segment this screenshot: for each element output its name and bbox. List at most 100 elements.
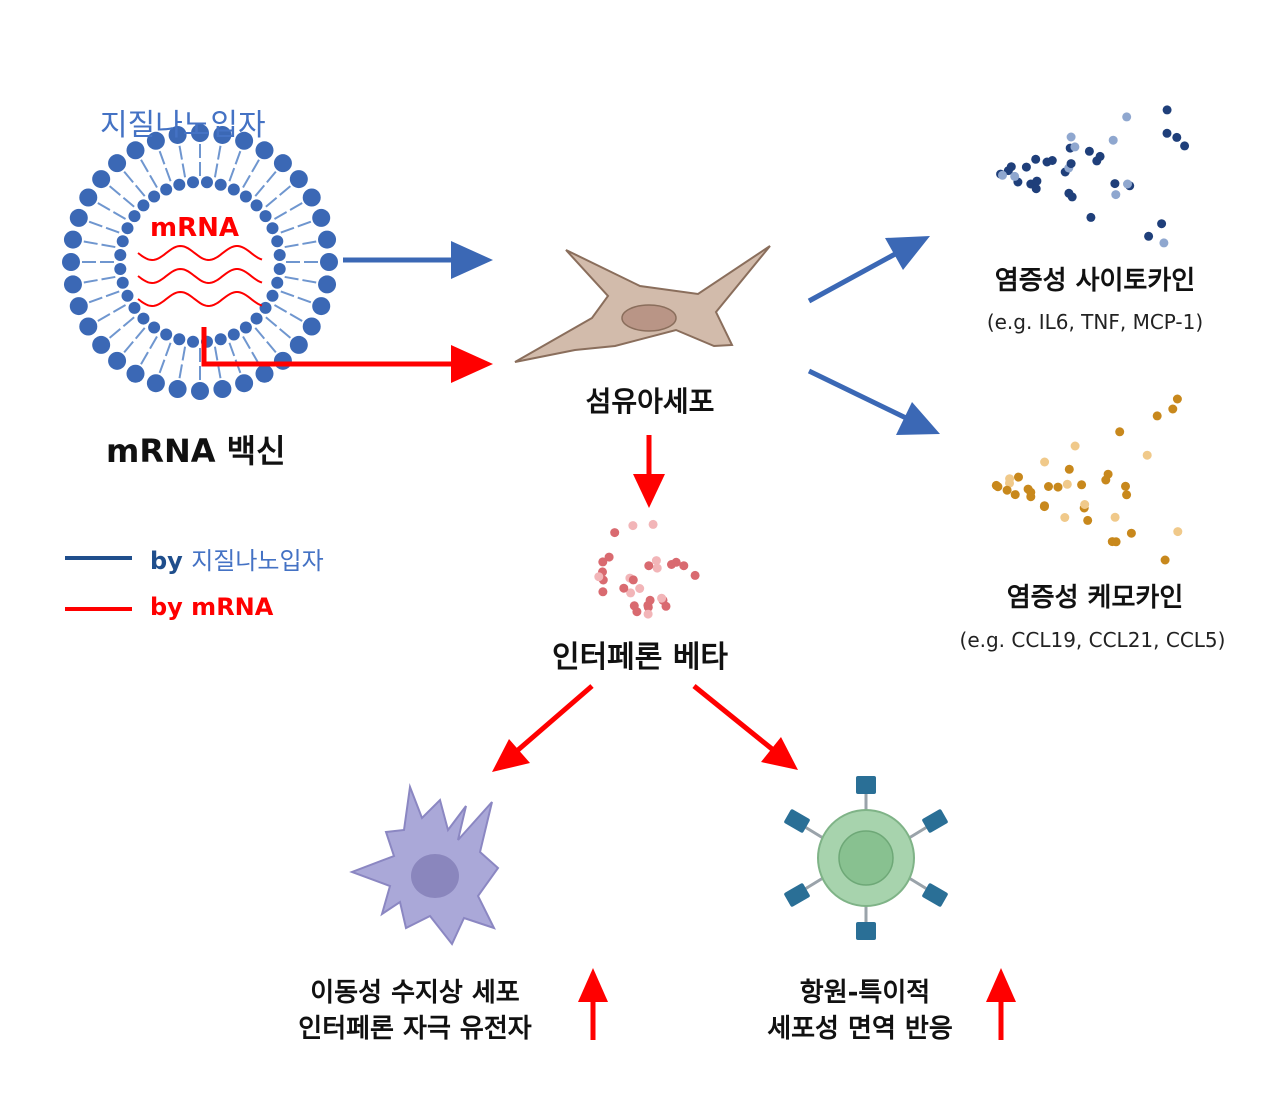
cytokine-particles-icon <box>996 105 1190 248</box>
lipid-head <box>312 208 331 227</box>
dendritic-label-line2: 인터페론 자극 유전자 <box>298 1014 532 1044</box>
lipid-head <box>250 199 263 212</box>
lnp-effect-arrows <box>343 236 940 435</box>
particle-dot <box>1168 404 1178 414</box>
particle-dot <box>1152 411 1162 421</box>
particle-dot <box>644 561 654 571</box>
lipid-head <box>148 321 161 334</box>
particle-dot <box>1044 482 1053 491</box>
fibroblast-label: 섬유아세포 <box>585 385 715 418</box>
particle-dot <box>1162 105 1172 115</box>
particle-dot <box>1014 472 1023 482</box>
lipid-head <box>121 289 134 302</box>
legend <box>65 556 132 611</box>
lipid-head <box>259 301 272 314</box>
lipid-head <box>137 199 150 212</box>
particle-dot <box>1077 480 1087 490</box>
particle-dot <box>643 600 653 610</box>
particle-dot <box>1111 537 1121 547</box>
lipid-head <box>302 317 321 336</box>
lipid-head <box>116 235 129 248</box>
particle-dot <box>1172 132 1182 142</box>
lipid-head <box>108 351 127 370</box>
lipid-head <box>239 321 252 334</box>
lipid-head <box>266 289 279 302</box>
chemokine-label: 염증성 케모카인 <box>1006 583 1184 613</box>
particle-dot <box>1040 457 1050 467</box>
fibroblast-cell-icon <box>514 245 771 363</box>
particle-dot <box>1111 190 1121 200</box>
particle-dot <box>679 561 689 571</box>
lipid-head <box>227 328 240 341</box>
particle-dot <box>1062 479 1072 489</box>
lipid-head <box>239 190 252 203</box>
lipid-head <box>273 154 292 173</box>
particle-dot <box>1067 192 1077 202</box>
particle-dot <box>1092 156 1102 166</box>
lipid-head <box>289 170 308 189</box>
particle-dot <box>1083 515 1093 525</box>
legend-lnp-prefix: by <box>150 547 192 575</box>
particle-dot <box>652 563 662 573</box>
lipid-head <box>318 275 337 294</box>
particle-dot <box>1064 464 1074 474</box>
lipid-head <box>187 176 200 189</box>
particle-dot <box>1042 157 1052 167</box>
lipid-head <box>146 374 165 393</box>
lipid-head <box>191 382 209 400</box>
lipid-head <box>114 249 127 262</box>
particle-dot <box>998 170 1007 180</box>
mrna-effect-arrows <box>201 327 1016 1040</box>
particle-dot <box>610 528 620 538</box>
chemokine-particles-icon <box>991 394 1183 565</box>
particle-dot <box>1173 527 1183 537</box>
particle-dot <box>1039 502 1049 512</box>
lipid-head <box>63 275 82 294</box>
lipid-head <box>187 335 200 348</box>
lipid-head <box>320 253 338 271</box>
particle-dot <box>1122 490 1132 500</box>
particle-dot <box>1005 474 1015 484</box>
particle-dot <box>1110 179 1120 189</box>
lipid-head <box>271 276 284 289</box>
particle-dot <box>1066 132 1076 142</box>
lipid-head <box>168 380 187 399</box>
lipid-head <box>126 364 145 383</box>
lipid-head <box>168 125 187 144</box>
dendritic-cell-icon <box>349 783 500 946</box>
lipid-head <box>62 253 80 271</box>
tcell-label-line2: 세포성 면역 반응 <box>767 1014 953 1044</box>
lipid-head <box>173 333 186 346</box>
particle-dot <box>598 557 608 567</box>
particle-dot <box>1006 162 1016 172</box>
mrna-inner-label: mRNA <box>150 213 239 243</box>
lipid-head <box>273 249 286 262</box>
lipid-head <box>63 230 82 249</box>
particle-dot <box>643 609 653 619</box>
lipid-head <box>289 335 308 354</box>
lipid-head <box>114 262 127 275</box>
lipid-head <box>250 312 263 325</box>
lipid-head <box>173 178 186 191</box>
lipid-head <box>273 351 292 370</box>
lnp-title: 지질나노입자 <box>100 108 266 143</box>
particle-dot <box>1084 146 1094 156</box>
tcell-label-line1: 항원-특이적 <box>799 978 931 1008</box>
lipid-head <box>121 222 134 235</box>
particle-dot <box>1126 528 1136 538</box>
particle-dot <box>1144 231 1154 241</box>
particle-dot <box>1031 154 1041 164</box>
lipid-head <box>302 188 321 207</box>
particle-dot <box>604 552 614 562</box>
lipid-head <box>146 131 165 150</box>
lipid-head <box>69 297 88 316</box>
lipid-head <box>214 178 227 191</box>
lipid-head <box>128 301 141 314</box>
particle-dot <box>657 593 667 603</box>
lipid-head <box>318 230 337 249</box>
particle-dot <box>1053 482 1063 492</box>
lipid-head <box>160 328 173 341</box>
lipid-head <box>271 235 284 248</box>
particle-dot <box>1031 184 1041 194</box>
